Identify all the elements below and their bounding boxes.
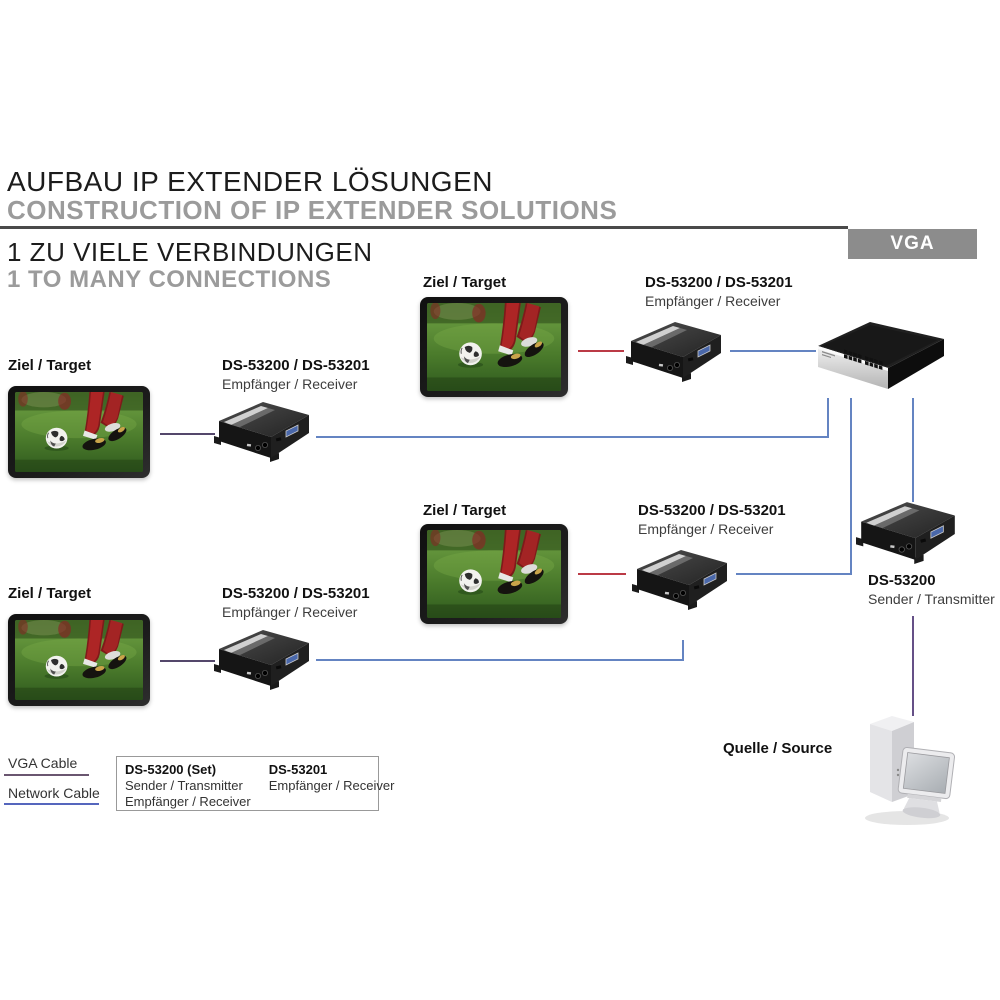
set-box-col1-line1: Sender / Transmitter — [125, 778, 243, 793]
receiver-device-3 — [632, 548, 732, 612]
page-title: AUFBAU IP EXTENDER LÖSUNGEN — [7, 166, 493, 197]
target-label-3: Ziel / Target — [423, 502, 507, 519]
soccer-image-3 — [427, 530, 561, 618]
soccer-image-2 — [15, 392, 143, 472]
receiver3-role-label: Empfänger / Receiver — [638, 521, 774, 537]
section-title-en: 1 TO MANY CONNECTIONS — [7, 266, 332, 293]
receiver4-model-label: DS-53200 / DS-53201 — [222, 585, 370, 602]
receiver1-model-label: DS-53200 / DS-53201 — [645, 274, 793, 291]
vga-cable-monitor4 — [160, 660, 215, 662]
set-box-col2-line1: Empfänger / Receiver — [268, 778, 395, 793]
vga-cable-monitor2 — [160, 433, 215, 435]
header-divider — [0, 226, 848, 229]
receiver-device-1 — [626, 320, 726, 384]
receiver2-role-label: Empfänger / Receiver — [222, 376, 358, 392]
network-cable-receiver1-switch — [730, 350, 816, 352]
network-cable-receiver3-riser — [850, 398, 852, 575]
section-title: 1 ZU VIELE VERBINDUNGEN — [7, 237, 373, 267]
sender-device — [856, 500, 960, 566]
set-box-col1-line2: Empfänger / Receiver — [125, 794, 251, 809]
set-box-col1-title: DS-53200 (Set) — [125, 762, 217, 777]
target-monitor-2 — [8, 386, 150, 478]
receiver2-model-label: DS-53200 / DS-53201 — [222, 357, 370, 374]
legend-network-line — [4, 803, 99, 805]
sender-role-label: Sender / Transmitter — [868, 591, 995, 607]
vga-cable-monitor3 — [578, 573, 626, 575]
target-label-2: Ziel / Target — [8, 357, 92, 374]
sender-model-label: DS-53200 — [868, 572, 936, 589]
vga-cable-monitor1 — [578, 350, 624, 352]
soccer-image-4 — [15, 620, 143, 700]
receiver1-role-label: Empfänger / Receiver — [645, 293, 781, 309]
legend-vga-label: VGA Cable — [8, 755, 78, 771]
receiver3-model-label: DS-53200 / DS-53201 — [638, 502, 786, 519]
network-cable-receiver3-switch — [736, 573, 852, 575]
receiver-device-2 — [214, 400, 314, 464]
receiver-device-4 — [214, 628, 314, 692]
vga-cable-sender-source — [912, 616, 914, 716]
legend-network-label: Network Cable — [8, 785, 100, 801]
network-cable-receiver4-riser — [682, 640, 684, 661]
page-title-en: CONSTRUCTION OF IP EXTENDER SOLUTIONS — [7, 195, 618, 225]
target-label-1: Ziel / Target — [423, 274, 507, 291]
vga-badge: VGA — [848, 229, 977, 259]
network-cable-receiver2-switch — [316, 436, 829, 438]
soccer-image-1 — [427, 303, 561, 391]
network-cable-receiver2-riser — [827, 398, 829, 438]
target-monitor-3 — [420, 524, 568, 624]
target-monitor-1 — [420, 297, 568, 397]
network-cable-receiver4 — [316, 659, 684, 661]
receiver4-role-label: Empfänger / Receiver — [222, 604, 358, 620]
set-box-col2-title: DS-53201 — [268, 762, 328, 777]
target-label-4: Ziel / Target — [8, 585, 92, 602]
source-pc — [852, 710, 957, 828]
product-set-box: DS-53200 (Set) Sender / Transmitter Empf… — [116, 756, 394, 811]
target-monitor-4 — [8, 614, 150, 706]
source-label: Quelle / Source — [723, 740, 833, 757]
legend-vga-line — [4, 774, 89, 776]
network-cable-switch-sender — [912, 398, 914, 502]
network-switch — [814, 318, 948, 400]
